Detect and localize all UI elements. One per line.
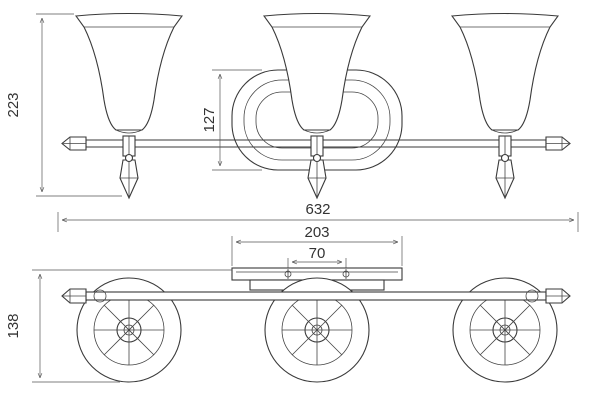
left-shade (74, 12, 184, 200)
dim-label-223: 223 (5, 92, 22, 117)
dim-label-632: 632 (305, 201, 330, 218)
center-shade-top (264, 277, 370, 383)
center-shade (262, 12, 372, 200)
dim-label-70: 70 (309, 245, 326, 262)
dimension-height-223: 223 (5, 13, 122, 197)
front-view: 223 127 (5, 12, 571, 200)
left-finial (61, 136, 87, 151)
dim-label-203: 203 (304, 224, 329, 241)
right-finial (545, 136, 571, 151)
left-shade-top (76, 277, 182, 383)
dimension-depth-138: 138 (5, 269, 232, 383)
dimension-backplate-127: 127 (201, 69, 262, 171)
top-bar (61, 288, 571, 304)
dim-label-127: 127 (201, 107, 218, 132)
top-view: 632 203 70 (5, 201, 579, 383)
dimension-width-632: 632 (57, 201, 579, 232)
dim-label-138: 138 (5, 313, 22, 338)
dimension-width-203: 203 (231, 224, 403, 266)
right-shade (450, 12, 560, 200)
